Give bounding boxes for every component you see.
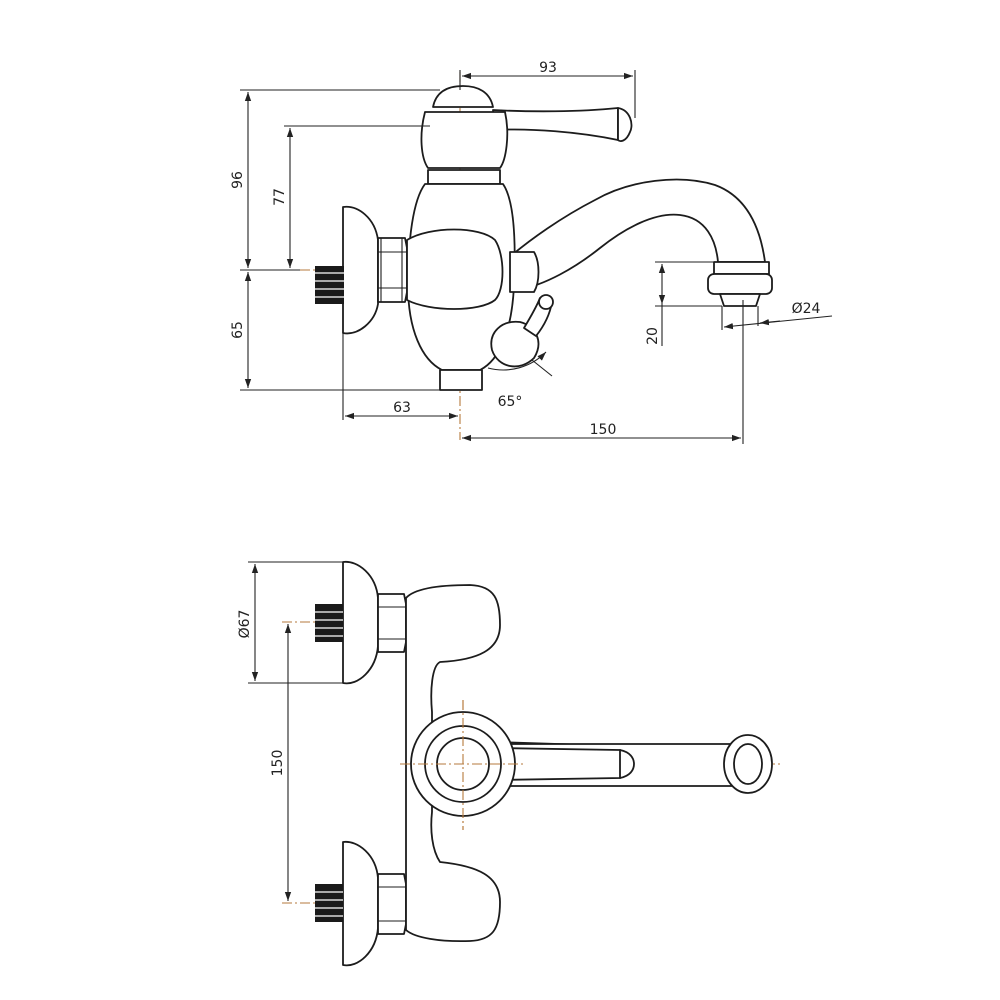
dim-dia-67: Ø67 — [237, 561, 343, 684]
center-boss — [406, 228, 504, 310]
wall-flange — [342, 206, 379, 335]
dim-93-label: 93 — [539, 60, 557, 76]
top-view: Ø67 150 — [237, 561, 780, 967]
aerator-ring — [707, 273, 773, 295]
dim-93: 93 — [459, 60, 636, 118]
dim-77: 77 — [272, 125, 430, 268]
diverter-lever-tip — [538, 294, 554, 310]
collar-ring — [427, 169, 501, 185]
upper-hex-nut — [377, 593, 407, 653]
dim-96-label: 96 — [230, 171, 246, 189]
inlet-thread — [315, 266, 344, 304]
cartridge-housing — [420, 111, 509, 169]
lower-hex-nut — [377, 873, 407, 935]
inlet-thread-lines — [315, 272, 344, 298]
lower-wall-flange — [342, 841, 379, 967]
aerator-tip — [719, 293, 761, 307]
dim-77-label: 77 — [272, 188, 288, 206]
handle-cap — [432, 85, 494, 108]
aerator-upper — [713, 261, 770, 275]
dim-63: 63 — [342, 333, 458, 420]
dim-dia-24: Ø24 — [721, 301, 833, 330]
dim-20: 20 — [645, 261, 722, 346]
side-view: 93 96 77 65 63 150 — [230, 60, 833, 444]
dim-angle-65-label: 65° — [498, 394, 523, 410]
dim-150-spacing-label: 150 — [270, 750, 286, 777]
dim-angle-65: 65° — [487, 351, 553, 410]
lever-tip-over — [619, 749, 635, 779]
dim-150-spacing: 150 — [270, 624, 292, 901]
bottom-plug — [439, 369, 483, 391]
hex-nut — [377, 237, 408, 303]
lever-handle — [492, 107, 619, 141]
lever-tip — [617, 107, 633, 142]
spout-joint — [509, 251, 540, 293]
dim-20-label: 20 — [645, 327, 661, 345]
dim-63-label: 63 — [393, 400, 411, 416]
dim-65: 65 — [230, 272, 440, 391]
dim-65-label: 65 — [230, 321, 246, 339]
upper-wall-flange — [342, 561, 379, 685]
dim-96: 96 — [230, 89, 440, 271]
dim-150-reach-label: 150 — [590, 422, 617, 438]
dim-150-reach: 150 — [462, 300, 744, 444]
dim-dia-24-label: Ø24 — [792, 301, 821, 317]
outlet-ring-inner — [733, 743, 763, 785]
dim-dia-67-label: Ø67 — [237, 610, 253, 639]
